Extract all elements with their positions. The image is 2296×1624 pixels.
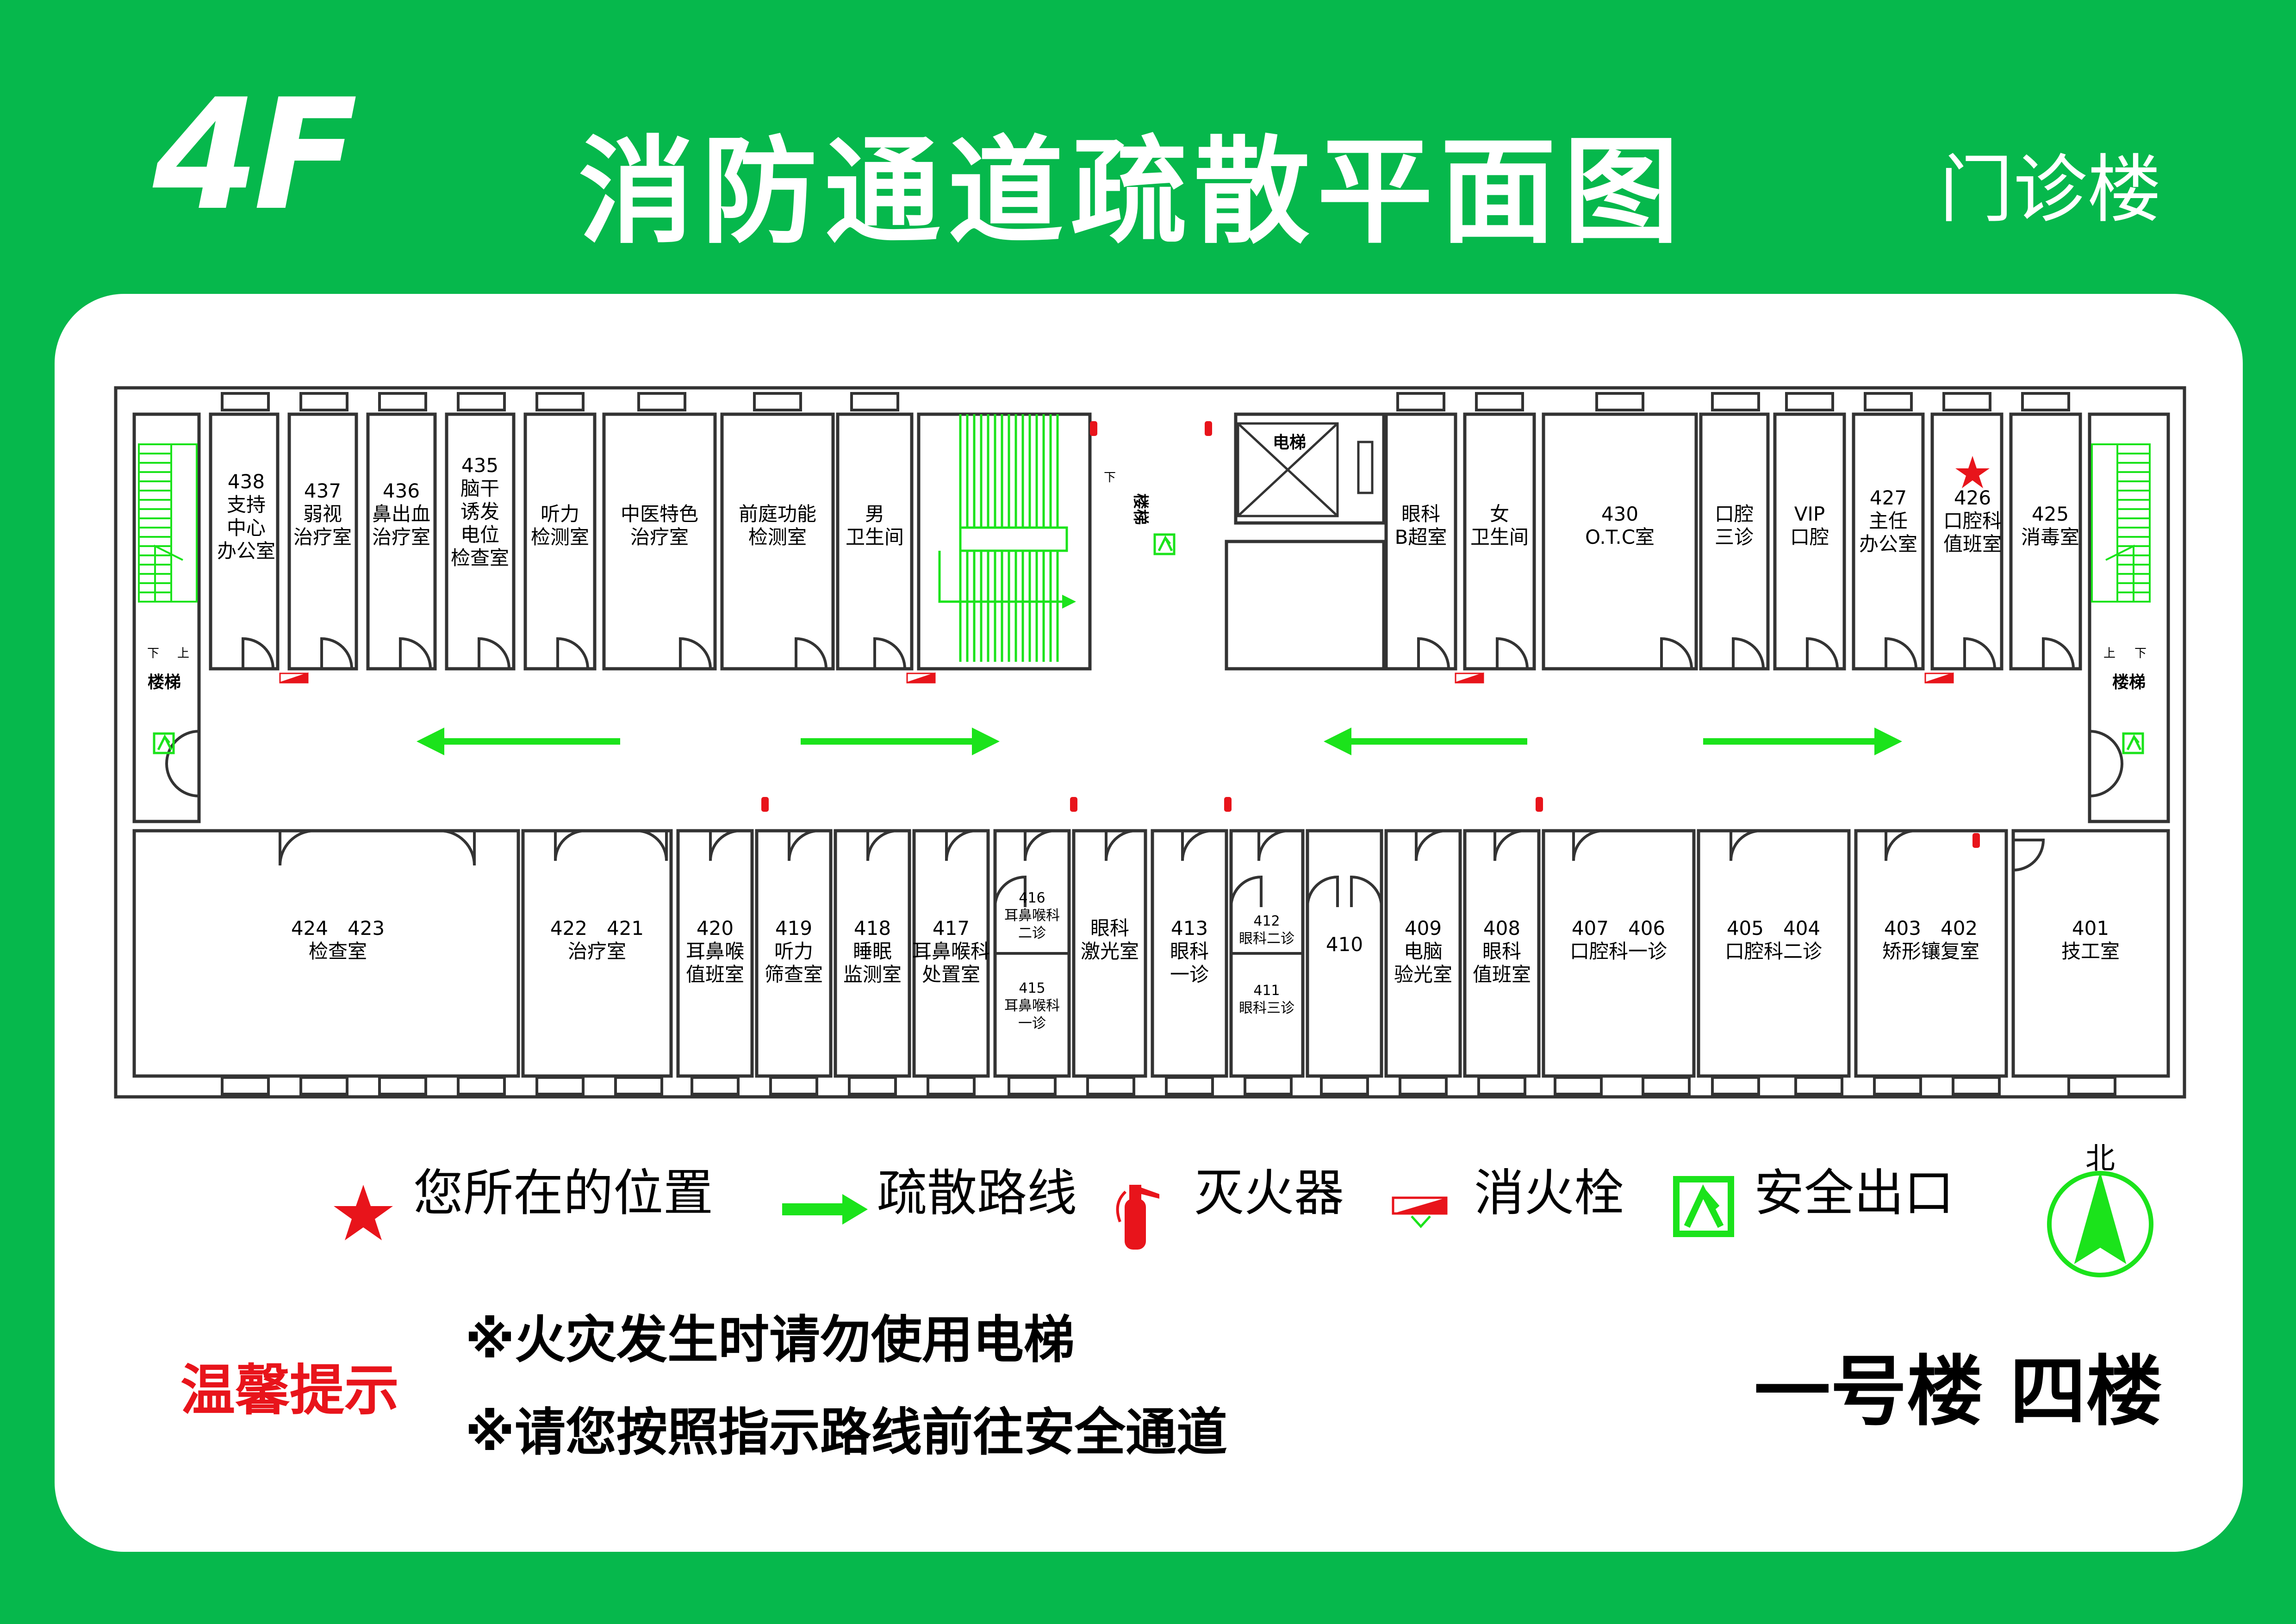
plan-hydrants: [279, 672, 1954, 684]
legend-extinguisher-label: 灭火器: [1194, 1164, 1344, 1222]
room-label-r-laser: 眼科激光室: [1081, 917, 1139, 963]
compass-icon: [2047, 1171, 2153, 1277]
west-stair-down: 下: [147, 647, 159, 660]
elevator: [1237, 422, 1374, 517]
legend-extinguisher-icon: [1116, 1185, 1159, 1250]
building-floor-label: 一号楼 四楼: [1754, 1347, 2163, 1436]
legend-exit-icon: [1673, 1176, 1734, 1237]
compass-north-label: 北: [2085, 1142, 2115, 1176]
legend-hydrant-label: 消火栓: [1474, 1164, 1624, 1222]
tip-item-elevator: ※火灾发生时请勿使用电梯: [465, 1310, 1075, 1369]
room-label-r-hearing: 听力检测室: [531, 503, 589, 548]
main-stair-down: 下: [1104, 471, 1116, 485]
floor-number: 4F: [153, 66, 358, 244]
east-stair-label: 楼梯: [2112, 673, 2146, 692]
page-title: 消防通道疏散平面图: [579, 124, 1686, 259]
east-stair-up: 上: [2103, 647, 2116, 660]
west-stair-label: 楼梯: [148, 673, 181, 692]
room-label-r-vestibular: 前庭功能检测室: [739, 503, 816, 548]
building-name: 门诊楼: [1939, 146, 2162, 233]
room-label-r410: 410: [1326, 933, 1363, 956]
west-stair-up: 上: [177, 647, 189, 660]
legend-route-label: 疏散路线: [877, 1164, 1077, 1222]
elevator-label: 电梯: [1273, 433, 1306, 452]
north-doors: [165, 637, 2123, 797]
legend-exit-label: 安全出口: [1754, 1164, 1954, 1222]
south-doors: [279, 829, 2045, 908]
room-label-r-women: 女卫生间: [1470, 503, 1529, 548]
west-stairs: [138, 443, 198, 603]
main-stair-label: 楼梯: [1131, 493, 1150, 525]
legend-location-label: 您所在的位置: [413, 1164, 714, 1222]
windows: [221, 392, 2116, 1095]
east-stairs: [2091, 443, 2151, 603]
tip-item-route: ※请您按照指示路线前往安全通道: [465, 1403, 1227, 1462]
legend-arrow-icon: [782, 1194, 868, 1225]
room-label-r-oral3: 口腔三诊: [1715, 503, 1754, 548]
room-label-r-tcm: 中医特色治疗室: [621, 503, 698, 548]
plan-extinguishers: [761, 421, 1980, 848]
plan-exit-signs: [153, 533, 2144, 754]
south-room-walls: [132, 829, 2170, 1078]
legend-hydrant-icon: [1392, 1196, 1448, 1228]
you-are-here-star: [1955, 456, 1990, 488]
room-label-r-men: 男卫生间: [846, 503, 904, 548]
north-room-walls: [132, 412, 2170, 823]
evacuation-arrows: [417, 728, 1902, 755]
tips-title: 温馨提示: [180, 1358, 399, 1422]
main-staircase: [938, 414, 1076, 662]
east-stair-down: 下: [2134, 647, 2147, 660]
legend-star-icon: [334, 1185, 393, 1240]
